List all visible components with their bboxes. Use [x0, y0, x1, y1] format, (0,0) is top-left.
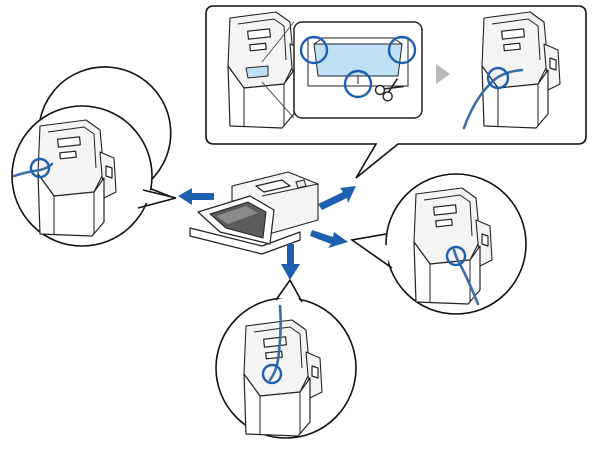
next-step-triangle-icon [436, 64, 450, 84]
cut-point-right [387, 35, 417, 65]
arrow-up-right-icon [318, 186, 356, 210]
arrow-left-icon [178, 188, 214, 205]
cut-point-bottom [343, 69, 373, 99]
left-callout [11, 66, 177, 247]
arrow-down-icon [281, 244, 300, 280]
bottom-callout [215, 278, 357, 439]
top-callout [205, 5, 587, 179]
scissors-icon [374, 78, 404, 102]
arrow-right-icon [310, 230, 348, 248]
cut-point-left [299, 35, 329, 65]
printer-with-label [227, 11, 307, 129]
label-cutting-detail [261, 21, 423, 119]
right-callout [349, 173, 527, 315]
pos-terminal [189, 171, 319, 255]
